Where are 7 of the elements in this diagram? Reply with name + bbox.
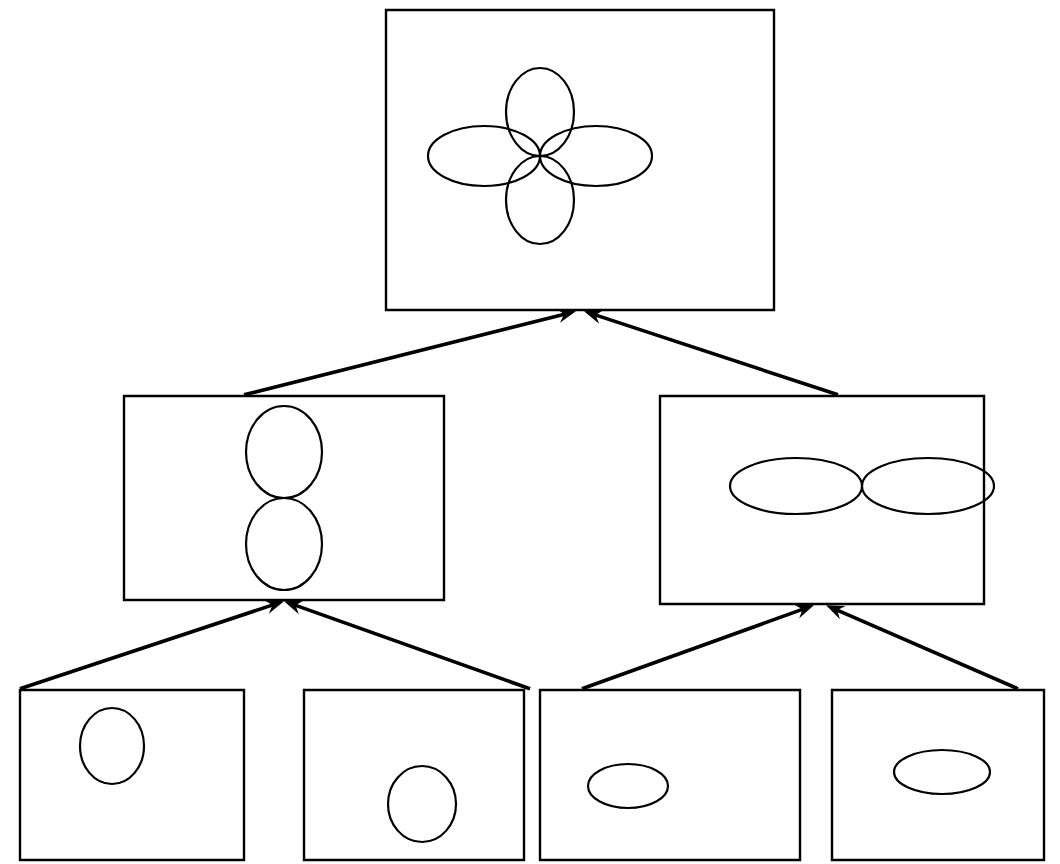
picture-box: [302, 688, 526, 862]
picture-box: [658, 394, 996, 606]
picture-box: [538, 688, 802, 862]
picture-box: [18, 688, 246, 862]
picture-box: [122, 394, 446, 602]
picture-box: [384, 8, 776, 312]
picture-box: [830, 688, 1046, 862]
